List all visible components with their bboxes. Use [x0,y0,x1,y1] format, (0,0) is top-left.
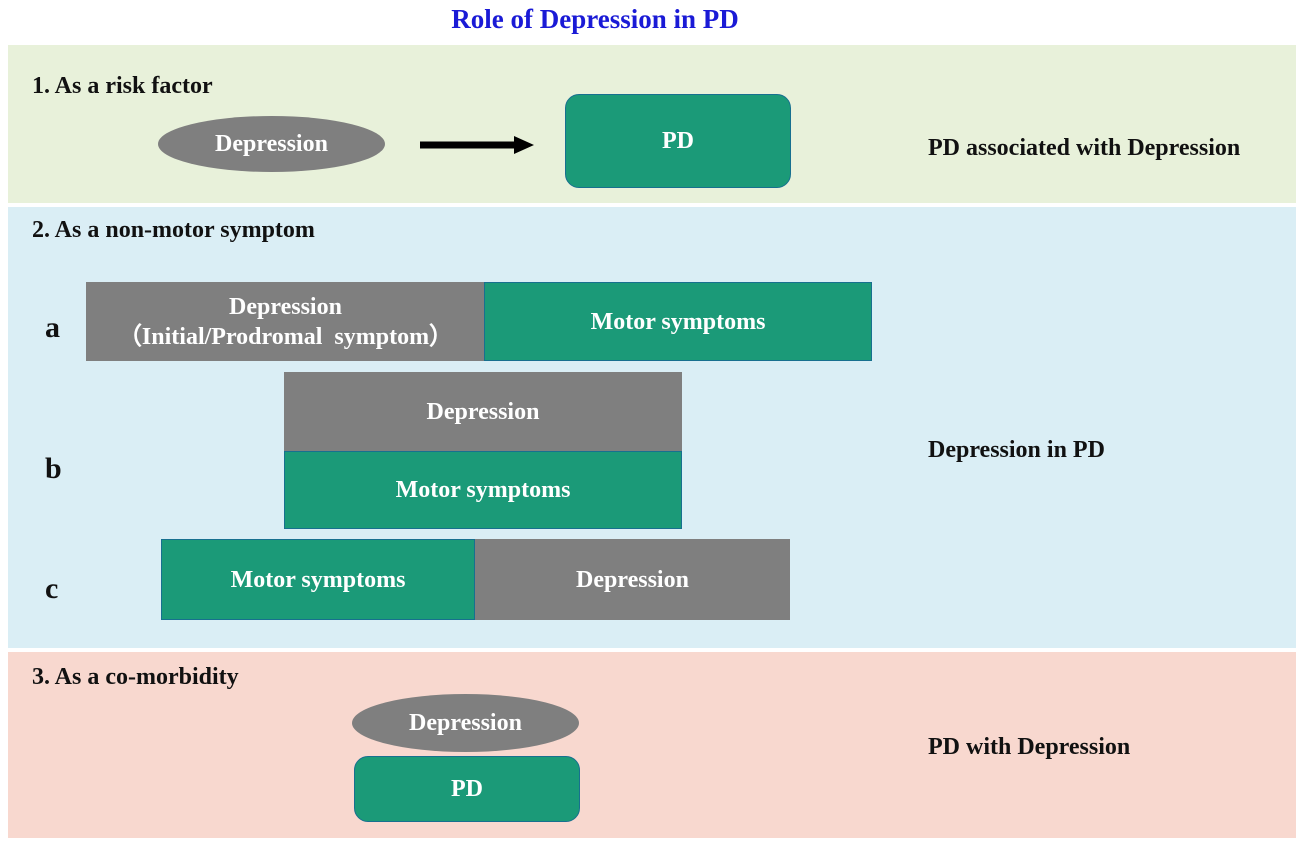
row-a-depression-bar: Depression （Initial/Prodromal symptom） [86,282,485,361]
non-motor-side-label: Depression in PD [928,437,1105,463]
row-b-depression-bar: Depression [284,372,682,452]
comorbidity-side-label: PD with Depression [928,734,1131,760]
row-c-motor-bar: Motor symptoms [161,539,475,620]
row-a-motor-bar: Motor symptoms [484,282,872,361]
row-c-letter: c [45,572,59,605]
pd-box-risk: PD [565,94,791,188]
row-c-depression-label: Depression [576,566,689,593]
comorbidity-panel [8,652,1296,838]
row-a-depression-line2: （Initial/Prodromal symptom） [117,323,454,350]
non-motor-heading: 2. As a non-motor symptom [32,217,315,243]
row-a-depression-line1: Depression [229,293,342,320]
row-b-letter: b [45,452,62,485]
row-a-letter: a [45,311,60,344]
comorbidity-heading: 3. As a co-morbidity [32,664,239,690]
pd-box-comorbidity-label: PD [451,776,483,802]
pd-box-risk-label: PD [662,128,694,154]
risk-factor-heading: 1. As a risk factor [32,73,213,99]
depression-ellipse-risk-label: Depression [215,131,328,157]
row-a-motor-label: Motor symptoms [590,308,766,335]
depression-ellipse-comorbidity: Depression [352,694,579,752]
pd-box-comorbidity: PD [354,756,580,822]
row-b-motor-label: Motor symptoms [395,477,571,503]
row-c-motor-label: Motor symptoms [230,566,406,593]
row-c-depression-bar: Depression [475,539,790,620]
row-b-motor-bar: Motor symptoms [284,451,682,529]
diagram-title: Role of Depression in PD [451,4,739,34]
depression-ellipse-risk: Depression [158,116,385,172]
depression-ellipse-comorbidity-label: Depression [409,710,522,736]
risk-factor-side-label: PD associated with Depression [928,135,1241,161]
row-b-depression-label: Depression [426,399,540,425]
arrow-right-icon [420,136,534,154]
